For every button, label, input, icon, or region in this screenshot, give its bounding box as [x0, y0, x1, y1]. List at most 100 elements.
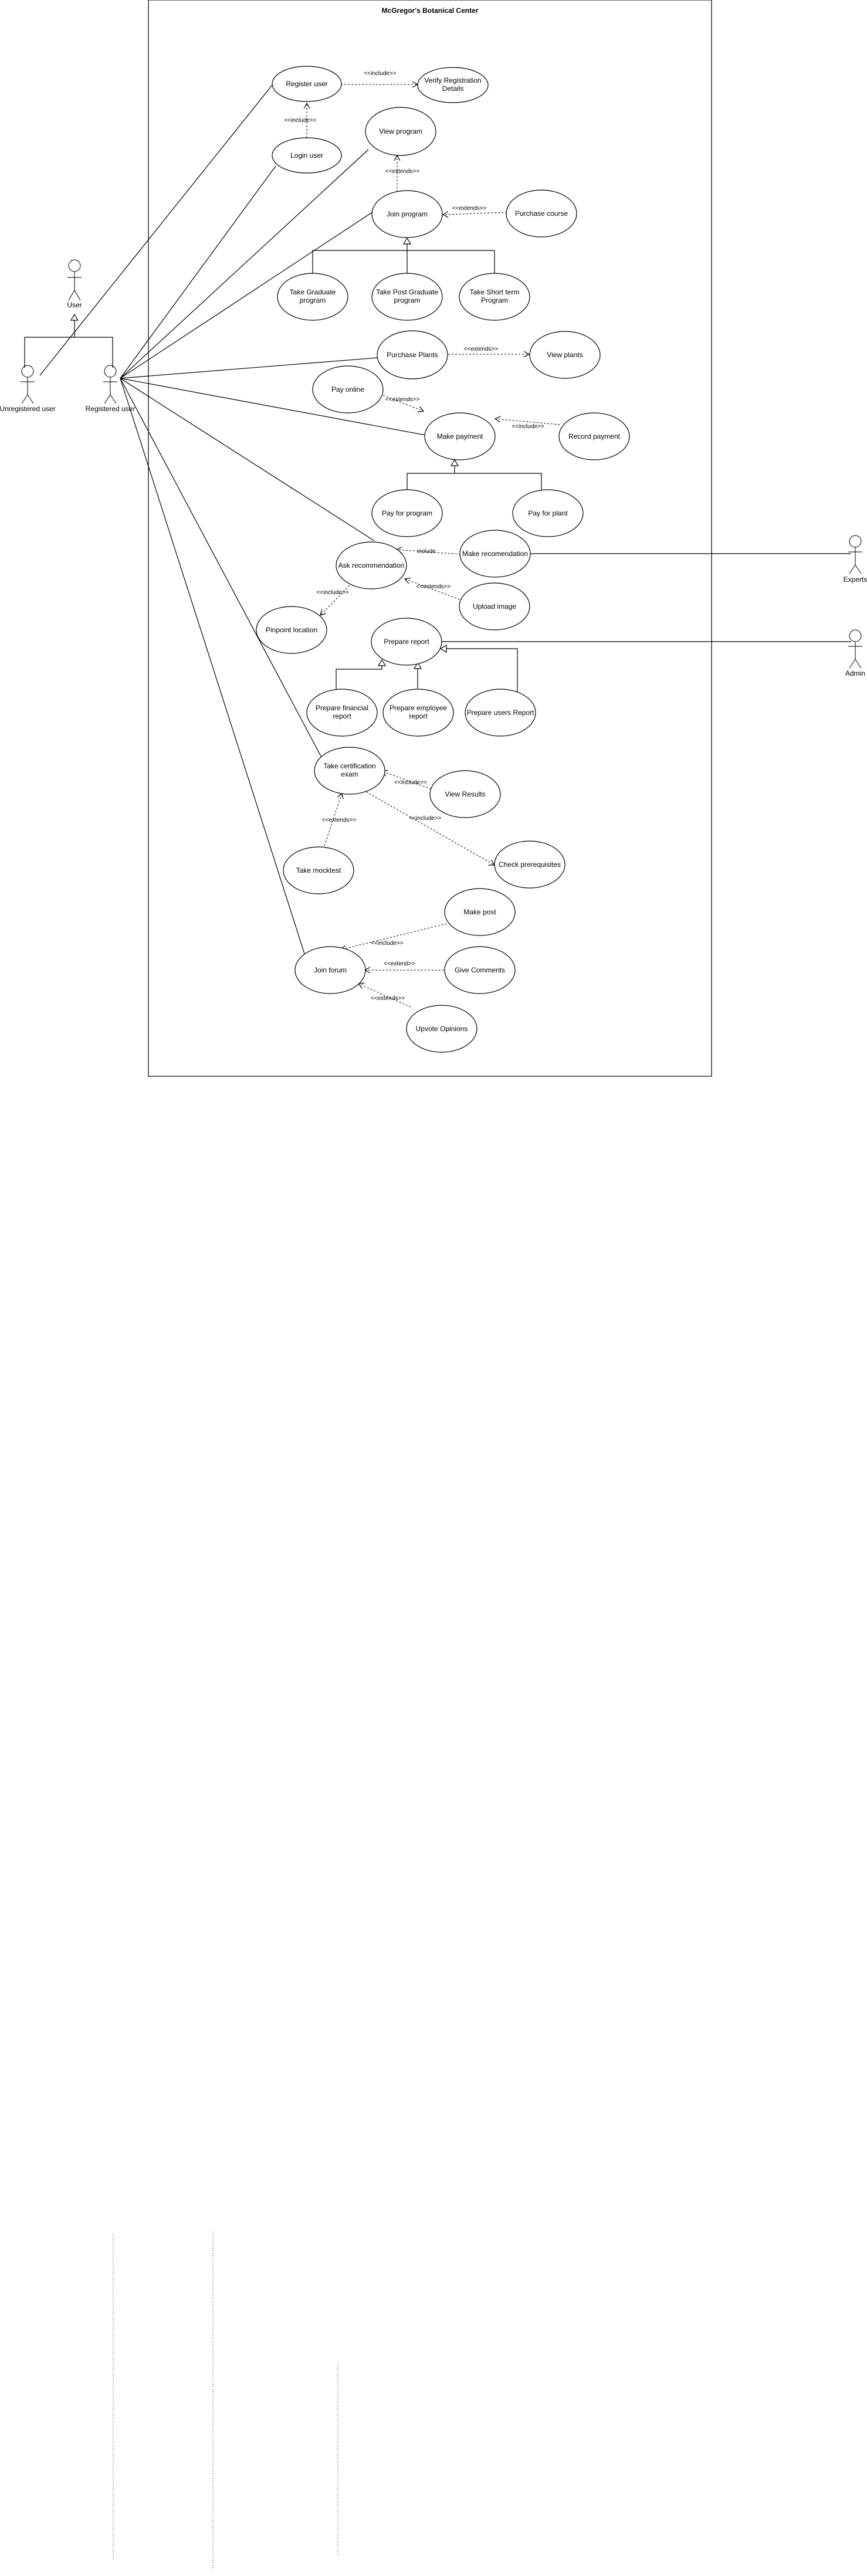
- svg-text:program: program: [300, 296, 326, 304]
- rel-pay-online-make-payment: [382, 395, 425, 412]
- rel-make-rec-label: include: [417, 548, 436, 555]
- uc-view-program: View program: [365, 107, 436, 156]
- rel-mocktest-cert: [324, 792, 344, 846]
- rel-comments-label: <<extend>>: [384, 961, 415, 967]
- svg-text:View Results: View Results: [445, 790, 485, 798]
- uc-prepare-users-report: Prepare users Report: [465, 689, 536, 737]
- uc-pay-for-plant: Pay for plant: [512, 489, 584, 537]
- uc-purchase-course: Purchase course: [506, 189, 577, 238]
- uc-register-user: Register user: [272, 66, 342, 102]
- svg-text:Prepare users Report: Prepare users Report: [467, 709, 534, 717]
- svg-text:report: report: [333, 712, 351, 720]
- assoc-registered-login: [120, 165, 276, 379]
- uc-prepare-employee-report: Prepare employee report: [382, 689, 454, 737]
- svg-text:Join program: Join program: [387, 210, 428, 218]
- svg-text:Prepare employee: Prepare employee: [390, 704, 447, 712]
- rel-upvote-forum: [357, 982, 411, 1008]
- gen-payment-lines: [407, 473, 542, 490]
- svg-text:Give Comments: Give Comments: [455, 966, 505, 974]
- uc-prepare-financial-report: Prepare financial report: [306, 689, 378, 737]
- actor-admin: Admin: [845, 629, 865, 677]
- svg-text:program: program: [394, 296, 421, 304]
- uc-pay-online: Pay online: [312, 365, 384, 413]
- gen-program-lines: [312, 250, 495, 274]
- assoc-registered-join-forum: [120, 378, 305, 954]
- rel-make-post-label: <<include>>: [371, 940, 403, 947]
- svg-text:Take Short term: Take Short term: [470, 288, 520, 296]
- svg-text:Take certification: Take certification: [323, 762, 375, 770]
- svg-text:Upload image: Upload image: [473, 602, 516, 611]
- svg-text:Purchase Plants: Purchase Plants: [387, 351, 438, 359]
- uc-view-results: View Results: [429, 770, 501, 818]
- svg-text:exam: exam: [341, 770, 358, 778]
- system-boundary: [148, 0, 712, 1077]
- svg-text:Program: Program: [481, 296, 508, 304]
- rel-purchase-course-join-label: <<extends>>: [452, 205, 487, 212]
- rel-upvote-label: <<extends>>: [371, 995, 405, 1002]
- actor-unregistered-label: Unregistered user: [0, 405, 56, 413]
- system-title: McGregor's Botanical Center: [382, 6, 479, 15]
- uc-make-recommendation: Make recomendation: [459, 530, 531, 578]
- rel-record-payment-label: <<include>>: [512, 423, 544, 430]
- uc-pay-for-program: Pay for program: [371, 489, 443, 537]
- svg-text:Details: Details: [442, 84, 464, 93]
- svg-text:Verify Registration: Verify Registration: [424, 76, 481, 84]
- uc-take-short-term-program: Take Short term Program: [459, 273, 530, 321]
- svg-text:Take Graduate: Take Graduate: [290, 288, 336, 296]
- uc-upload-image: Upload image: [459, 582, 530, 631]
- actor-user: User: [67, 259, 82, 309]
- uc-verify-registration-details: Verify Registration Details: [417, 67, 489, 103]
- svg-text:Register user: Register user: [286, 80, 327, 88]
- svg-text:Take Post Graduate: Take Post Graduate: [376, 288, 438, 296]
- gen-users-report: [441, 649, 518, 696]
- uc-take-post-graduate-program: Take Post Graduate program: [371, 273, 443, 321]
- uc-purchase-plants: Purchase Plants: [377, 330, 448, 379]
- rel-view-results-cert: [381, 770, 432, 789]
- uc-view-plants: View plants: [529, 331, 601, 379]
- uc-join-forum: Join forum: [294, 946, 366, 994]
- svg-text:View program: View program: [379, 127, 422, 135]
- svg-text:Pay online: Pay online: [331, 385, 364, 394]
- rel-pay-online-label: <<extends>>: [385, 396, 420, 403]
- svg-text:Upvote Opinions: Upvote Opinions: [416, 1025, 468, 1033]
- svg-text:Record payment: Record payment: [568, 432, 621, 440]
- svg-text:Make post: Make post: [463, 908, 496, 916]
- actor-registered-user: Registered user: [86, 365, 136, 413]
- assoc-unregistered-register: [39, 82, 275, 376]
- uc-make-post: Make post: [444, 888, 516, 936]
- svg-text:Prepare report: Prepare report: [384, 638, 429, 646]
- assoc-registered-ask-recommendation: [120, 378, 375, 541]
- rel-cert-check-prereq-label: <<include>>: [409, 815, 441, 822]
- actor-experts: Experts: [844, 535, 867, 584]
- actor-experts-label: Experts: [844, 575, 867, 584]
- assoc-registered-join-program: [120, 211, 374, 379]
- svg-text:Make payment: Make payment: [437, 432, 483, 440]
- svg-text:Login user: Login user: [290, 151, 323, 160]
- rel-register-verify-label: <<include>>: [364, 70, 396, 77]
- uc-take-graduate-program: Take Graduate program: [277, 273, 348, 321]
- assoc-registered-take-cert: [120, 378, 323, 759]
- uc-pinpoint-location: Pinpoint location: [256, 606, 327, 654]
- rel-upload-image-label: <<extends>>: [416, 584, 451, 590]
- generalization-lines: [24, 337, 113, 368]
- svg-text:report: report: [409, 712, 428, 720]
- svg-text:Pay for plant: Pay for plant: [528, 509, 568, 517]
- actor-unregistered-user: Unregistered user: [0, 365, 56, 413]
- uc-make-payment: Make payment: [424, 412, 496, 460]
- svg-text:Ask recommendation: Ask recommendation: [338, 561, 405, 570]
- uc-give-comments: Give Comments: [444, 946, 516, 994]
- rel-record-payment: [494, 416, 560, 425]
- rel-ask-rec-pinpoint: [320, 582, 353, 616]
- svg-text:Pinpoint location: Pinpoint location: [266, 626, 317, 634]
- svg-text:Check prerequisites: Check prerequisites: [499, 860, 561, 869]
- assoc-registered-make-payment: [120, 378, 426, 436]
- uc-prepare-report: Prepare report: [371, 618, 442, 666]
- rel-make-rec-ask-rec: [395, 547, 461, 555]
- actor-user-label: User: [67, 301, 82, 309]
- uc-login-user: Login user: [272, 137, 342, 174]
- uc-check-prerequisites: Check prerequisites: [494, 840, 565, 889]
- actor-registered-label: Registered user: [86, 405, 136, 413]
- uc-record-payment: Record payment: [558, 412, 630, 460]
- svg-text:Purchase course: Purchase course: [515, 209, 568, 218]
